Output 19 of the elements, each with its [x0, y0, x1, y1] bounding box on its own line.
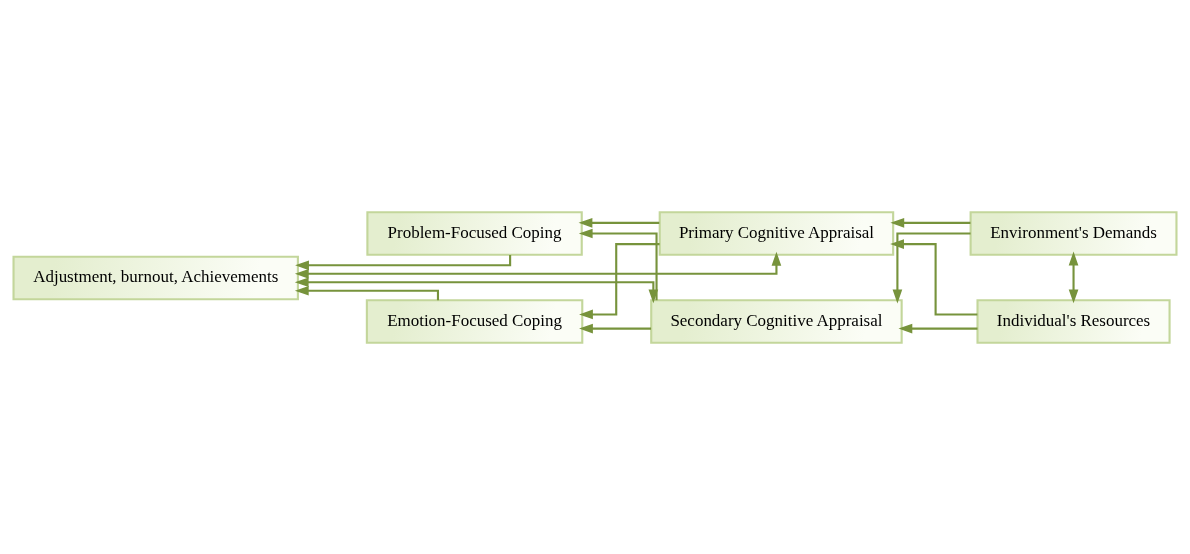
- arrow: [579, 242, 660, 319]
- arrow: [578, 217, 660, 228]
- arrow: [578, 228, 658, 300]
- node-box: Environment's Demands: [969, 210, 1178, 256]
- node-box: Adjustment, burnout, Achievements: [12, 255, 299, 300]
- node-box: Individual's Resources: [976, 298, 1171, 344]
- arrow: [294, 251, 782, 279]
- node-box: Secondary Cognitive Appraisal: [650, 298, 903, 344]
- node-box: Primary Cognitive Appraisal: [658, 210, 895, 256]
- node-box: Emotion-Focused Coping: [365, 298, 584, 344]
- arrow: [898, 323, 978, 333]
- arrow: [295, 254, 512, 270]
- arrow: [294, 285, 439, 300]
- arrow: [890, 238, 978, 315]
- arrow: [1068, 251, 1079, 303]
- arrow: [579, 323, 652, 333]
- arrow: [890, 217, 971, 228]
- arrow: [892, 231, 971, 303]
- node-box: Problem-Focused Coping: [366, 210, 583, 256]
